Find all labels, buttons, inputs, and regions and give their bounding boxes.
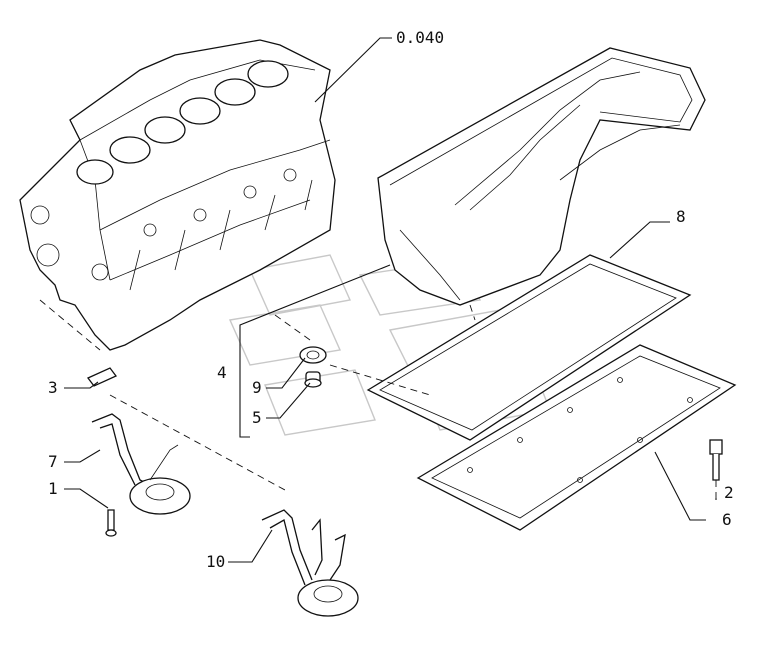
callout-1: 1: [48, 479, 58, 498]
pickup-gasket-drawing: [86, 367, 118, 387]
callout-0040: 0.040: [396, 28, 444, 47]
bolt-2-drawing: [709, 439, 723, 498]
callout-5: 5: [252, 408, 262, 427]
alignment-lines: [39, 299, 476, 491]
oil-pan-drawing: [377, 47, 706, 306]
sump-frame-drawing: [416, 344, 737, 531]
callout-7: 7: [48, 452, 58, 471]
leader-lines: [64, 37, 717, 563]
engine-block-drawing: [19, 39, 336, 351]
callout-3: 3: [48, 378, 58, 397]
callout-2: 2: [724, 483, 734, 502]
callout-6: 6: [722, 510, 732, 529]
bolt-1-drawing: [105, 509, 117, 537]
callout-8: 8: [676, 207, 686, 226]
oil-pickup-7-drawing: [91, 413, 191, 515]
callout-4: 4: [217, 363, 227, 382]
gasket-drawing: [366, 254, 692, 441]
drain-plug-drawing: [299, 346, 327, 388]
callout-10: 10: [206, 552, 225, 571]
oil-pickup-10-drawing: [261, 509, 359, 617]
callout-labels: 0.040 8 4 9 5 3 7 1 10 2 6: [48, 28, 734, 571]
callout-9: 9: [252, 378, 262, 397]
